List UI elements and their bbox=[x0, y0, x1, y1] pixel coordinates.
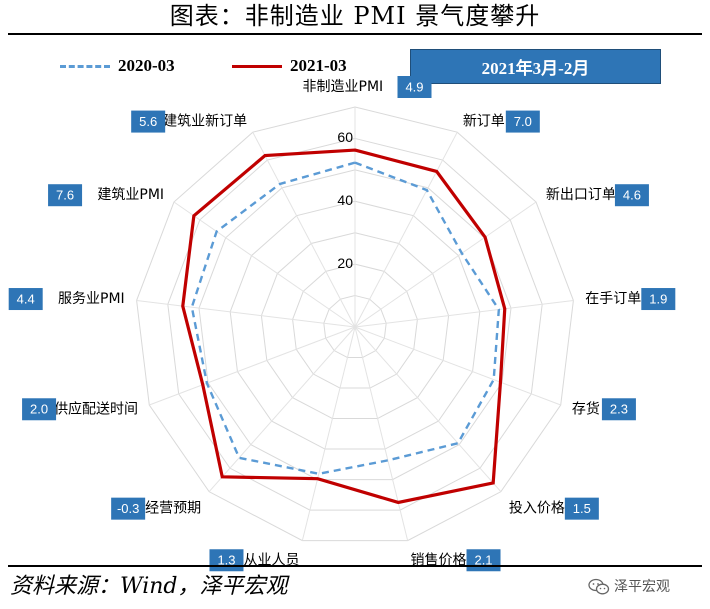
grid-ring-20 bbox=[292, 263, 418, 389]
legend-entry-2021-03: 2021-03 bbox=[232, 52, 347, 80]
category-label-group: 建筑业PMI 7.6 bbox=[48, 184, 164, 207]
grid-spoke bbox=[301, 326, 356, 541]
grid-spoke bbox=[354, 299, 574, 328]
category-label: 销售价格 bbox=[411, 552, 467, 568]
category-label: 服务业PMI bbox=[58, 291, 125, 307]
difference-box bbox=[131, 110, 166, 133]
category-label: 在手订单 bbox=[585, 291, 641, 307]
difference-value: 7.6 bbox=[56, 188, 74, 203]
watermark-label: 泽平宏观 bbox=[614, 579, 670, 595]
grid-spoke bbox=[252, 131, 356, 328]
difference-box bbox=[614, 184, 649, 207]
grid-spoke bbox=[173, 201, 356, 328]
axis-tick-label: 60 bbox=[337, 129, 353, 145]
category-label-group: 新订单 7.0 bbox=[463, 110, 540, 133]
source-note: 资料来源：Wind，泽平宏观 bbox=[10, 574, 288, 599]
legend-entry-2020-03: 2020-03 bbox=[60, 52, 175, 80]
legend-swatch-dashed bbox=[60, 64, 110, 68]
difference-value: -0.3 bbox=[117, 501, 139, 516]
category-label-group: 投入价格 1.5 bbox=[509, 497, 599, 520]
difference-value: 1.3 bbox=[217, 553, 235, 568]
period-box: 2021年3月-2月 bbox=[410, 49, 661, 84]
difference-box bbox=[601, 398, 636, 421]
series-line-2021-03 bbox=[181, 148, 507, 505]
category-label: 非制造业PMI bbox=[303, 79, 384, 95]
watermark: 泽平宏观 bbox=[588, 568, 670, 606]
grid-ring-40 bbox=[229, 200, 481, 450]
wechat-icon bbox=[588, 578, 610, 595]
category-label: 建筑业新订单 bbox=[163, 114, 247, 130]
grid-ring-30 bbox=[260, 232, 450, 420]
axis-tick-label: 20 bbox=[337, 255, 353, 271]
category-label-group: 供应配送时间 2.0 bbox=[22, 398, 138, 421]
difference-value: 4.9 bbox=[405, 79, 423, 94]
grid-ring-70 bbox=[136, 106, 574, 542]
category-label-group: 在手订单 1.9 bbox=[585, 288, 676, 311]
category-label-group: 经营预期 -0.3 bbox=[111, 497, 201, 520]
category-label-group: 存货 2.3 bbox=[572, 398, 636, 421]
difference-value: 2.1 bbox=[474, 553, 492, 568]
category-label: 新订单 bbox=[463, 114, 505, 130]
legend-label-2020-03: 2020-03 bbox=[118, 56, 175, 75]
difference-box bbox=[505, 110, 540, 133]
grid-spoke bbox=[354, 326, 409, 541]
difference-box bbox=[564, 497, 599, 520]
difference-box bbox=[641, 288, 676, 311]
difference-value: 1.9 bbox=[649, 291, 667, 306]
grid-spoke bbox=[354, 326, 502, 493]
grid-spoke bbox=[149, 326, 356, 406]
category-label: 存货 bbox=[572, 400, 600, 417]
category-label-group: 销售价格 2.1 bbox=[411, 549, 501, 572]
difference-value: 7.0 bbox=[514, 114, 532, 129]
grid-ring-60 bbox=[167, 137, 543, 511]
grid-spoke bbox=[354, 201, 537, 328]
category-label-group: 新出口订单 4.6 bbox=[546, 184, 649, 207]
category-label: 投入价格 bbox=[509, 501, 565, 517]
difference-box bbox=[48, 184, 83, 207]
footer-rule bbox=[8, 565, 702, 567]
difference-value: 2.0 bbox=[30, 402, 48, 417]
difference-value: 4.6 bbox=[623, 188, 641, 203]
axis-tick-label: 40 bbox=[337, 192, 353, 208]
category-label: 建筑业PMI bbox=[97, 187, 164, 203]
difference-value: 1.5 bbox=[573, 501, 591, 516]
category-label-group: 建筑业新订单 5.6 bbox=[131, 110, 247, 133]
difference-value: 2.3 bbox=[610, 402, 628, 417]
category-label: 新出口订单 bbox=[546, 187, 616, 203]
category-label: 从业人员 bbox=[243, 552, 299, 568]
category-label-group: 服务业PMI 4.4 bbox=[8, 288, 125, 311]
title-rule bbox=[8, 33, 702, 35]
grid-ring-10 bbox=[323, 295, 387, 359]
grid-spoke bbox=[354, 326, 561, 406]
grid-spoke bbox=[136, 299, 356, 328]
difference-box bbox=[8, 288, 43, 311]
category-label: 经营预期 bbox=[145, 501, 201, 517]
page-title: 图表：非制造业 PMI 景气度攀升 bbox=[169, 2, 541, 30]
category-label-group: 非制造业PMI 4.9 bbox=[303, 76, 432, 98]
difference-box bbox=[397, 76, 432, 98]
difference-box bbox=[22, 398, 57, 421]
difference-value: 4.4 bbox=[17, 291, 35, 306]
legend-swatch-solid bbox=[232, 64, 282, 68]
grid-spoke bbox=[354, 131, 458, 328]
category-label: 供应配送时间 bbox=[54, 400, 138, 417]
grid-spoke bbox=[208, 326, 356, 493]
difference-box bbox=[111, 497, 146, 520]
difference-value: 5.6 bbox=[139, 114, 157, 129]
legend-label-2021-03: 2021-03 bbox=[290, 56, 347, 75]
series-line-2020-03 bbox=[190, 161, 501, 476]
